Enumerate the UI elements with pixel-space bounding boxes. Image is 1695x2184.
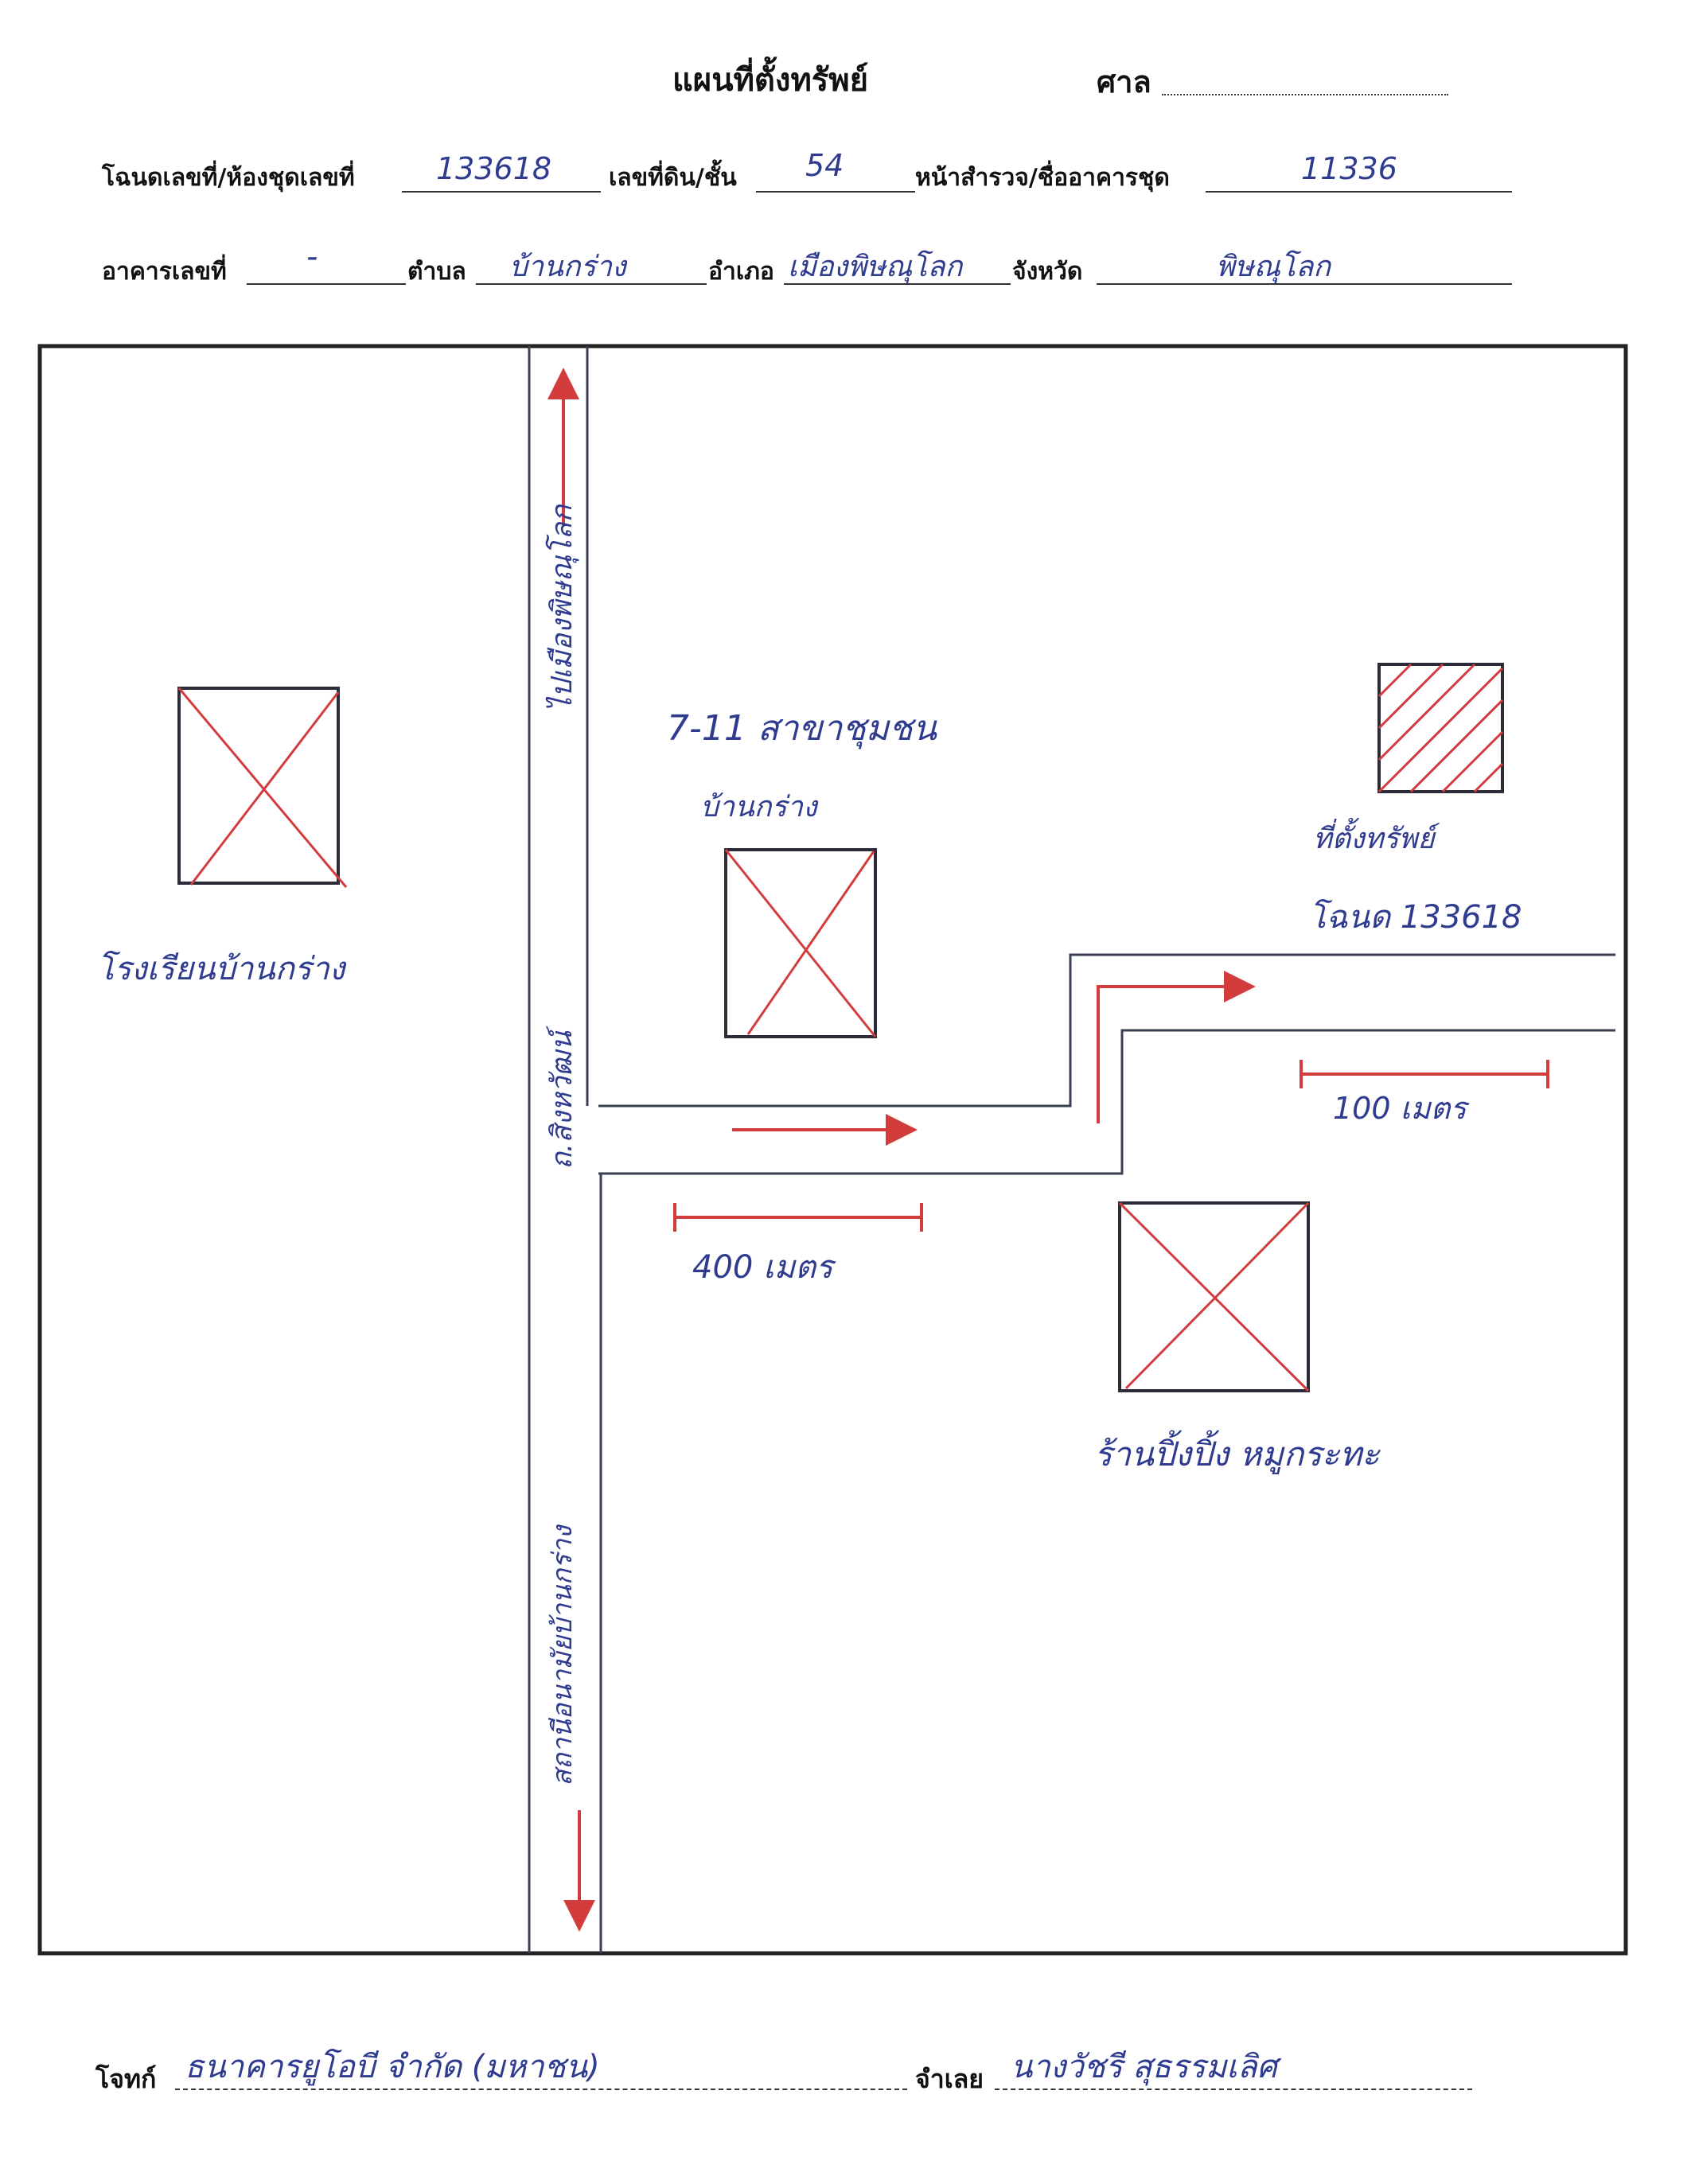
map-frame bbox=[37, 344, 1628, 1956]
property-parcel bbox=[1377, 663, 1504, 793]
survey-value: 11336 bbox=[1301, 151, 1397, 186]
school-building bbox=[177, 687, 348, 888]
land-no-label: เลขที่ดิน/ชั้น bbox=[609, 164, 737, 192]
survey-field-line bbox=[1206, 191, 1512, 193]
arrow-turn bbox=[1097, 971, 1256, 1123]
distance-100-label: 100 เมตร bbox=[1333, 1091, 1467, 1126]
road-name-label: ถ.สิงหวัฒน์ bbox=[546, 1026, 579, 1170]
distance-400-label: 400 เมตร bbox=[692, 1249, 833, 1286]
plaintiff-field-line bbox=[175, 2089, 907, 2090]
district-label: อำเภอ bbox=[708, 258, 774, 286]
scale-bar-400m bbox=[673, 1203, 923, 1232]
land-no-value: 54 bbox=[805, 148, 844, 183]
page-title: แผนที่ตั้งทรัพย์ bbox=[672, 61, 869, 99]
property-label-line2: โฉนด 133618 bbox=[1309, 899, 1522, 936]
province-value: พิษณุโลก bbox=[1216, 251, 1331, 283]
district-field-line bbox=[784, 283, 1011, 285]
road-south-label: สถานีอนามัยบ้านกร่าง bbox=[547, 1524, 579, 1786]
building-label: อาคารเลขที่ bbox=[102, 258, 227, 286]
seven-eleven-label-line2: บ้านกร่าง bbox=[700, 791, 817, 823]
land-no-field-line bbox=[756, 191, 915, 193]
court-field-line bbox=[1162, 94, 1448, 95]
court-label: ศาล bbox=[1097, 64, 1151, 99]
defendant-value: นางวัชรี สุธรรมเลิศ bbox=[1011, 2049, 1277, 2085]
deed-label: โฉนดเลขที่/ห้องชุดเลขที่ bbox=[102, 164, 355, 192]
scale-bar-100m bbox=[1300, 1060, 1549, 1088]
district-value: เมืองพิษณุโลก bbox=[788, 251, 963, 283]
plaintiff-value: ธนาคารยูโอบี จำกัด (มหาชน) bbox=[185, 2049, 600, 2085]
deed-field-line bbox=[402, 191, 601, 193]
building-field-line bbox=[247, 283, 406, 285]
seven-eleven-label-line1: 7-11 สาขาชุมชน bbox=[667, 708, 937, 749]
road-north-label: ไปเมืองพิษณุโลก bbox=[545, 504, 579, 712]
seven-eleven-building bbox=[724, 848, 877, 1038]
side-road-upper-edge bbox=[598, 953, 1615, 1108]
plaintiff-label: โจทก์ bbox=[95, 2064, 157, 2094]
defendant-label: จำเลย bbox=[915, 2064, 984, 2094]
school-label: โรงเรียนบ้านกร่าง bbox=[97, 951, 345, 987]
shop-building bbox=[1118, 1201, 1310, 1392]
deed-value: 133618 bbox=[436, 151, 552, 186]
survey-label: หน้าสำรวจ/ชื่ออาคารชุด bbox=[915, 164, 1170, 192]
subdistrict-label: ตำบล bbox=[407, 258, 466, 286]
province-label: จังหวัด bbox=[1012, 258, 1083, 286]
subdistrict-field-line bbox=[476, 283, 707, 285]
building-value: - bbox=[306, 239, 318, 275]
subdistrict-value: บ้านกร่าง bbox=[509, 251, 626, 283]
province-field-line bbox=[1097, 283, 1512, 285]
property-label-line1: ที่ตั้งทรัพย์ bbox=[1313, 823, 1435, 855]
defendant-field-line bbox=[995, 2089, 1472, 2090]
side-road-lower-edge bbox=[598, 1029, 1615, 1175]
shop-label: ร้านปิ้งปิ้ง หมูกระทะ bbox=[1094, 1435, 1380, 1474]
